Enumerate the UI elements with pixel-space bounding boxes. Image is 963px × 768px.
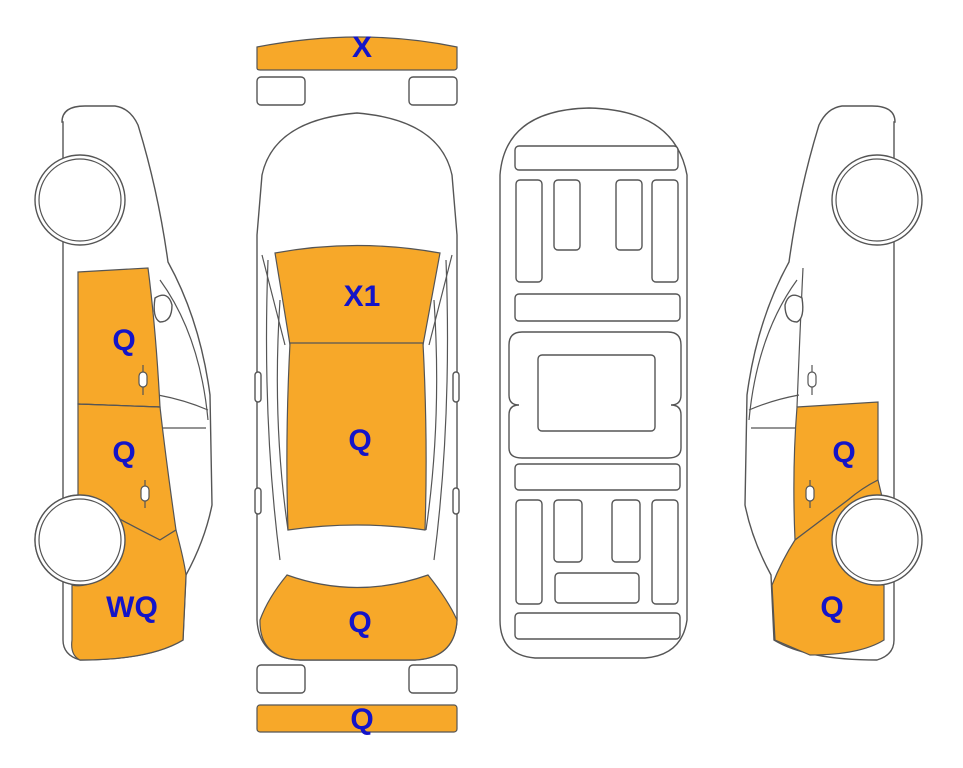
right-rear-hub xyxy=(835,498,919,582)
top-view-left-side-line xyxy=(265,259,281,561)
underbody-front-left-rail xyxy=(515,179,543,283)
left-front-hub xyxy=(38,158,122,242)
rear-window-panel[interactable] xyxy=(259,574,458,661)
right-rear-wheel xyxy=(831,494,923,586)
underbody-front-right-rail xyxy=(651,179,679,283)
left-rear-door-handle-icon xyxy=(140,480,150,508)
left-front-wheel xyxy=(34,154,126,246)
underbody-rear-tank xyxy=(554,572,640,604)
rear-left-taillight xyxy=(256,664,306,694)
front-bumper-panel[interactable] xyxy=(256,36,458,71)
underbody-center-panel xyxy=(537,354,656,432)
right-front-wheel xyxy=(831,154,923,246)
right-mirror-top xyxy=(452,371,460,403)
right-front-door-outline xyxy=(796,267,804,408)
left-window-line xyxy=(159,279,209,421)
underbody-rear-left-rail xyxy=(515,499,543,605)
right-front-hub xyxy=(835,158,919,242)
windshield-panel[interactable] xyxy=(274,244,441,346)
right-mirror xyxy=(784,294,804,323)
front-right-headlight xyxy=(408,76,458,106)
left-mirror xyxy=(153,294,173,323)
left-handle-top xyxy=(254,487,262,515)
front-left-headlight xyxy=(256,76,306,106)
label-windshield: X1 xyxy=(344,280,381,313)
label-left-front-door: Q xyxy=(112,324,135,357)
left-door-seam xyxy=(77,403,161,408)
underbody-rear-right-block xyxy=(611,499,641,563)
underbody-mid-bar-1 xyxy=(514,293,681,322)
label-front-bumper: X xyxy=(352,31,372,64)
top-view-right-inner-line xyxy=(425,299,438,531)
right-window-line xyxy=(748,279,798,421)
underbody-rear-bar xyxy=(514,612,681,640)
label-right-rear-door: Q xyxy=(832,436,855,469)
right-rear-door-handle-icon xyxy=(805,480,815,508)
left-mirror-top xyxy=(254,371,262,403)
right-handle-top xyxy=(452,487,460,515)
label-right-rear-quarter: Q xyxy=(820,591,843,624)
right-front-door-handle-icon xyxy=(807,365,817,395)
underbody-rear-left-block xyxy=(553,499,583,563)
rear-right-taillight xyxy=(408,664,458,694)
top-view-right-pillar xyxy=(428,254,453,346)
label-left-rear-quarter: WQ xyxy=(106,591,158,624)
rear-bumper-panel[interactable] xyxy=(256,704,458,733)
roof-panel[interactable] xyxy=(286,342,427,531)
top-view-left-inner-line xyxy=(276,299,289,531)
underbody-front-bar xyxy=(514,145,679,171)
underbody-front-right-block xyxy=(615,179,643,251)
label-roof: Q xyxy=(348,424,371,457)
label-rear-bumper: Q xyxy=(350,703,373,736)
top-view-left-pillar xyxy=(261,254,286,346)
left-rear-hub xyxy=(38,498,122,582)
left-rear-wheel-overlay xyxy=(34,494,126,586)
left-front-door-handle-icon xyxy=(138,365,148,395)
label-left-rear-door: Q xyxy=(112,436,135,469)
underbody-rear-right-rail xyxy=(651,499,679,605)
underbody-front-left-block xyxy=(553,179,581,251)
label-rear-window: Q xyxy=(348,606,371,639)
underbody-mid-bar-2 xyxy=(514,463,681,491)
top-view-right-side-line xyxy=(433,259,449,561)
